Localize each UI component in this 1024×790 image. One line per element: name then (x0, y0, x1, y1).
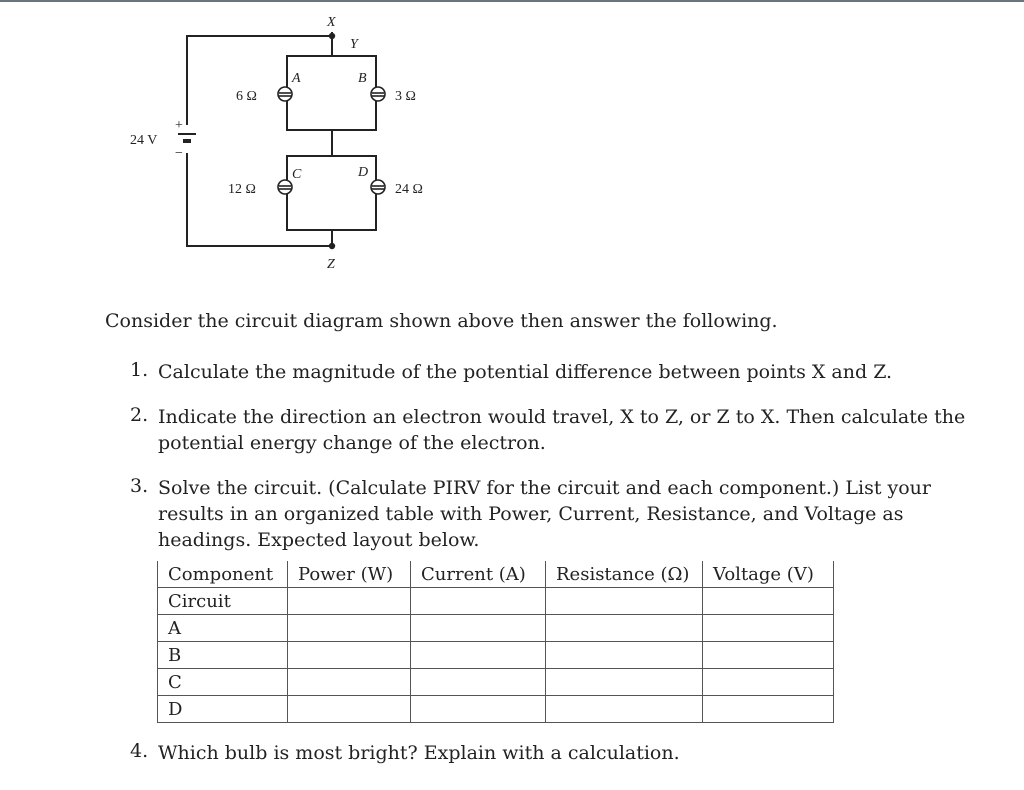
table-row: D (157, 695, 834, 723)
bulb-a-letter: A (291, 71, 301, 86)
node-z-label: Z (327, 257, 335, 272)
question-3-number: 3. (130, 475, 149, 497)
bulb-c-letter: C (292, 167, 302, 182)
bulb-c-icon (277, 179, 293, 195)
empty-cell (410, 695, 546, 723)
question-2-line: potential energy change of the electron. (158, 432, 546, 454)
bulb-b-resistance: 3 Ω (395, 89, 416, 104)
battery-minus-sign: − (175, 146, 183, 161)
empty-cell (702, 695, 834, 723)
question-4-text: Which bulb is most bright? Explain with … (158, 740, 978, 766)
empty-cell (287, 614, 411, 642)
empty-cell (410, 668, 546, 696)
circuit-wires (186, 32, 377, 247)
question-2-line: Indicate the direction an electron would… (158, 406, 966, 428)
question-3-line: Solve the circuit. (Calculate PIRV for t… (158, 477, 931, 499)
empty-cell (702, 587, 834, 615)
node-y-label: Y (350, 37, 360, 52)
bulb-b-icon (370, 86, 386, 102)
question-2-text: Indicate the direction an electron would… (158, 404, 978, 456)
empty-cell (410, 587, 546, 615)
header-resistance: Resistance (Ω) (545, 561, 703, 588)
empty-cell (287, 587, 411, 615)
node-x-dot (328, 32, 336, 40)
question-4-line: Which bulb is most bright? Explain with … (158, 742, 680, 764)
top-border (0, 0, 1024, 2)
empty-cell (545, 668, 703, 696)
empty-cell (702, 641, 834, 669)
circuit-diagram: X Y Z 24 V + − A 6 Ω B 3 Ω C 12 Ω D 24 Ω (130, 15, 423, 272)
empty-cell (287, 668, 411, 696)
table-row: C (157, 668, 834, 696)
header-power: Power (W) (287, 561, 411, 588)
header-voltage: Voltage (V) (702, 561, 834, 588)
question-3-line: headings. Expected layout below. (158, 529, 480, 551)
empty-cell (545, 614, 703, 642)
empty-cell (410, 614, 546, 642)
bulb-b-letter: B (358, 71, 367, 86)
battery-symbol (178, 133, 196, 143)
empty-cell (410, 641, 546, 669)
empty-cell (545, 641, 703, 669)
battery-voltage-label: 24 V (130, 133, 157, 148)
row-label-a: A (157, 614, 288, 642)
question-3-line: results in an organized table with Power… (158, 503, 904, 525)
question-4-number: 4. (130, 740, 149, 762)
intro-text: Consider the circuit diagram shown above… (105, 310, 778, 332)
bulb-d-letter: D (357, 165, 368, 180)
table-header-row: Component Power (W) Current (A) Resistan… (157, 561, 834, 588)
bulb-d-resistance: 24 Ω (395, 182, 423, 197)
empty-cell (287, 695, 411, 723)
battery-plus-sign: + (175, 118, 183, 133)
empty-cell (702, 668, 834, 696)
node-z-dot (328, 242, 336, 250)
bulb-a-icon (277, 86, 293, 102)
bulb-c-resistance: 12 Ω (228, 182, 256, 197)
question-3-text: Solve the circuit. (Calculate PIRV for t… (158, 475, 978, 553)
empty-cell (702, 614, 834, 642)
row-label-circuit: Circuit (157, 587, 288, 615)
bulb-d-icon (370, 179, 386, 195)
row-label-d: D (157, 695, 288, 723)
question-1-line: Calculate the magnitude of the potential… (158, 361, 893, 383)
node-x-label: X (326, 15, 336, 30)
table-row: Circuit (157, 587, 834, 615)
table-row: B (157, 641, 834, 669)
empty-cell (287, 641, 411, 669)
empty-cell (545, 587, 703, 615)
question-1-number: 1. (130, 359, 149, 381)
row-label-b: B (157, 641, 288, 669)
empty-cell (545, 695, 703, 723)
row-label-c: C (157, 668, 288, 696)
header-component: Component (157, 561, 288, 588)
question-1-text: Calculate the magnitude of the potential… (158, 359, 978, 385)
header-current: Current (A) (410, 561, 546, 588)
bulb-a-resistance: 6 Ω (236, 89, 257, 104)
question-2-number: 2. (130, 404, 149, 426)
table-row: A (157, 614, 834, 642)
pirv-table: Component Power (W) Current (A) Resistan… (157, 561, 834, 723)
